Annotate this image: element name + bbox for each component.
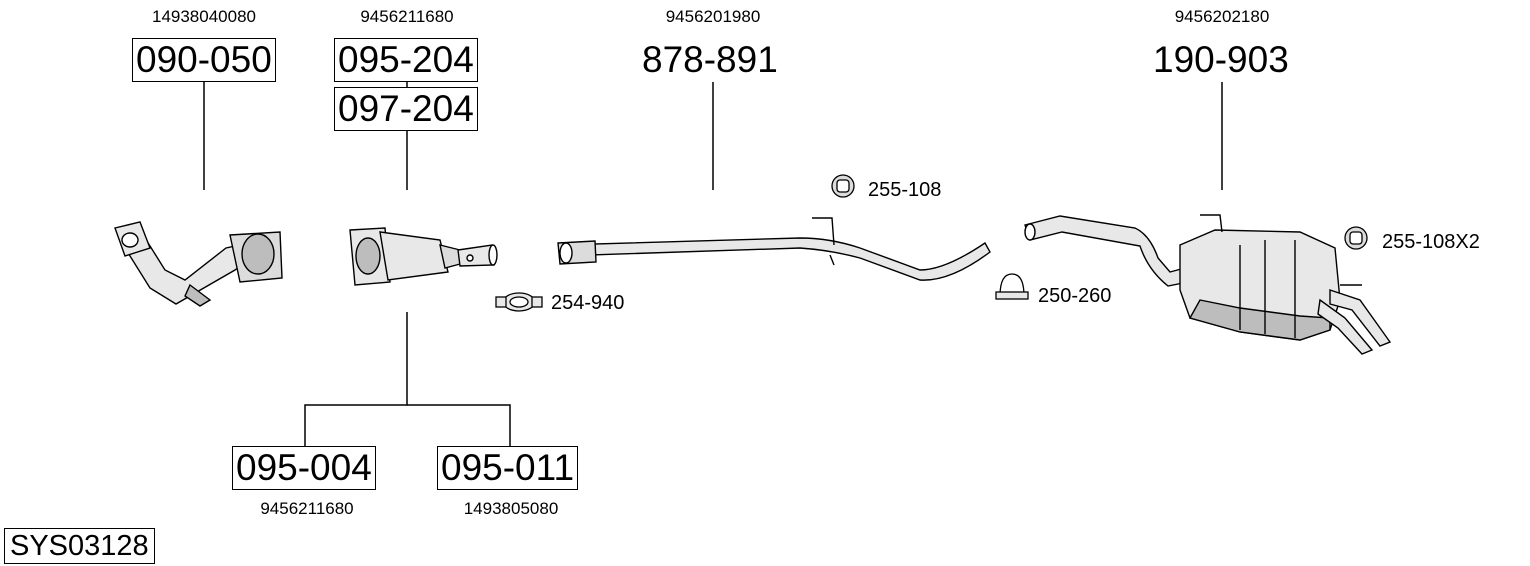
part-number: 090-050: [132, 38, 276, 82]
centre-pipe-drawing: [557, 217, 991, 281]
leader-line-095-004: [304, 312, 408, 448]
part-number: 878-891: [642, 39, 778, 80]
part-number: 095-011: [437, 446, 579, 490]
leader-line-095-011: [407, 404, 511, 448]
oem-number: 9456211680: [360, 7, 454, 26]
catalyst-drawing: [349, 227, 498, 286]
band-clamp-icon: [495, 292, 543, 312]
rear-silencer-drawing: [1024, 214, 1392, 355]
part-number: 095-204: [334, 38, 478, 82]
oem-number: 9456202180: [1174, 7, 1270, 26]
front-pipe-drawing: [114, 221, 283, 307]
accessory-label: 250-260: [1038, 285, 1112, 307]
oem-number: 9456211680: [260, 499, 354, 518]
oem-number: 9456201980: [665, 7, 761, 26]
leader-lines: [203, 80, 1223, 448]
oem-number: 14938040080: [151, 7, 257, 26]
accessory-label: 255-108: [868, 179, 942, 201]
u-bolt-clamp-icon: [995, 273, 1029, 300]
rubber-hanger-icon: [831, 174, 855, 198]
accessory-label: 254-940: [551, 292, 625, 314]
part-number: 095-004: [232, 446, 376, 490]
oem-number: 1493805080: [463, 499, 559, 518]
accessory-label: 255-108X2: [1382, 231, 1480, 253]
part-number: 190-903: [1153, 39, 1289, 80]
system-code: SYS03128: [4, 528, 155, 564]
rubber-hanger-icon: [1344, 226, 1368, 250]
part-number: 097-204: [334, 87, 478, 131]
